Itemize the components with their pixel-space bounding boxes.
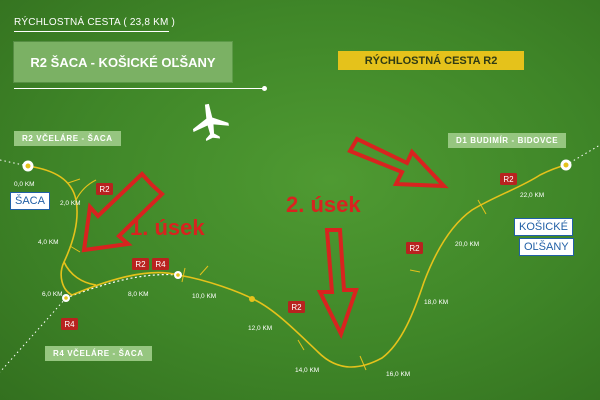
road-label-r2-vcelare: R2 VČELÁRE - ŠACA xyxy=(14,131,121,146)
route-subtitle: RÝCHLOSTNÁ CESTA ( 23,8 KM ) xyxy=(14,17,176,28)
km-label: 2,0 KM xyxy=(60,200,81,207)
svg-text:R2: R2 xyxy=(99,185,110,194)
city-saca: ŠACA xyxy=(10,192,50,210)
km-labels: 0,0 KM 2,0 KM 4,0 KM 6,0 KM 8,0 KM 10,0 … xyxy=(14,181,544,378)
km-label: 20,0 KM xyxy=(455,241,479,248)
city-olsany: OĽŠANY xyxy=(519,238,574,256)
svg-text:R2: R2 xyxy=(135,260,146,269)
road-label-r4-vcelare: R4 VČELÁRE - ŠACA xyxy=(45,346,152,361)
r2-badge-junction: R2 xyxy=(132,258,149,270)
r4-badge-lower: R4 xyxy=(61,318,78,330)
r2-route-line xyxy=(27,164,567,368)
km-label: 4,0 KM xyxy=(38,239,59,246)
km-label: 12,0 KM xyxy=(248,325,272,332)
expressway-label: RÝCHLOSTNÁ CESTA R2 xyxy=(338,51,524,70)
svg-text:R4: R4 xyxy=(64,320,75,329)
km-label: 8,0 KM xyxy=(128,291,149,298)
road-label-d1: D1 BUDIMÍR - BIDOVCE xyxy=(448,133,567,148)
km-label: 16,0 KM xyxy=(386,371,410,378)
section-1-label: 1. úsek xyxy=(130,215,205,240)
arrow-section1-icon xyxy=(81,171,165,253)
city-kosicke: KOŠICKÉ xyxy=(514,218,573,236)
title-underline-dot xyxy=(262,86,267,91)
dotted-road-r4 xyxy=(0,297,67,373)
km-label: 22,0 KM xyxy=(520,192,544,199)
airplane-icon xyxy=(192,103,229,141)
r2-badge-right: R2 xyxy=(406,242,423,254)
dotted-road-d1 xyxy=(565,144,600,166)
route-title: R2 ŠACA - KOŠICKÉ OĽŠANY xyxy=(14,42,232,82)
section-2-label: 2. úsek xyxy=(286,192,361,217)
r4-branch-line xyxy=(63,261,97,286)
subtitle-divider xyxy=(14,31,169,32)
svg-text:R4: R4 xyxy=(155,260,166,269)
km-label: 18,0 KM xyxy=(424,299,448,306)
r2-badge-end: R2 xyxy=(500,173,517,185)
r2-branch-line xyxy=(75,179,97,201)
r2-badge-upper: R2 xyxy=(96,183,113,195)
title-underline xyxy=(14,88,264,89)
svg-text:R2: R2 xyxy=(291,303,302,312)
arrow-section2-icon xyxy=(347,136,449,189)
km-ticks xyxy=(67,178,487,371)
arrow-down-icon xyxy=(316,228,359,340)
km-label: 6,0 KM xyxy=(42,291,63,298)
km-label: 14,0 KM xyxy=(295,367,319,374)
interchange-dot xyxy=(249,296,255,302)
r4-badge-junction: R4 xyxy=(152,258,169,270)
svg-text:R2: R2 xyxy=(503,175,514,184)
km-label: 10,0 KM xyxy=(192,293,216,300)
r2-badge-mid: R2 xyxy=(288,301,305,313)
km-label: 0,0 KM xyxy=(14,181,35,188)
svg-text:R2: R2 xyxy=(409,244,420,253)
